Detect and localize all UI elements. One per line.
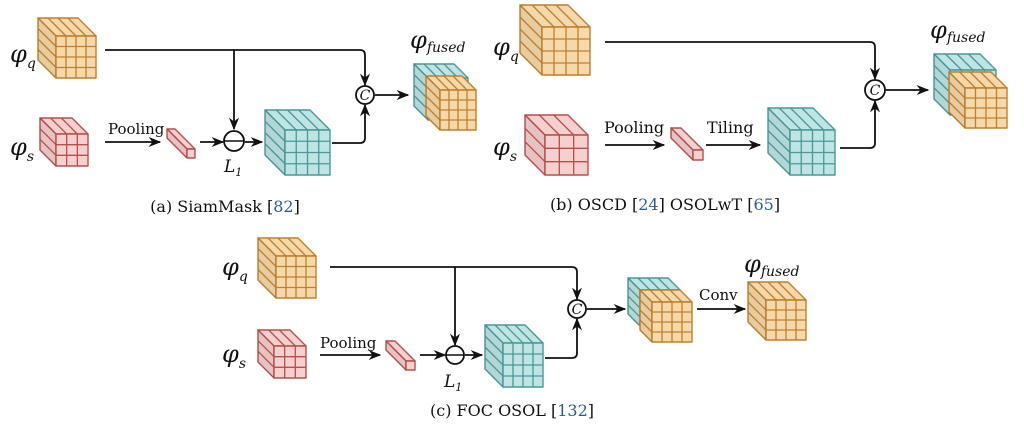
concat-operator: C [355, 85, 375, 105]
flow-arrow [105, 49, 371, 87]
phi-s-label: φs [10, 133, 34, 165]
caption-b: (b) OSCD [24] OSOLwT [65] [550, 195, 780, 214]
method-name: OSCD [ [578, 195, 638, 214]
panel-c: φq φs Pooling L1 Conv φfused (c) FOC OSO… [222, 250, 799, 420]
caption-tag: (a) [150, 197, 177, 216]
flow-arrow [545, 317, 583, 359]
method-name: SiamMask [ [177, 197, 273, 216]
correlation-feature-cube [264, 109, 331, 176]
phi-q-label: φq [493, 33, 519, 65]
pooled-vector [385, 340, 416, 371]
concat-symbol: C [360, 88, 371, 104]
l1-label: L1 [443, 372, 462, 394]
flow-arrow [840, 99, 881, 149]
phi-s-label: φs [493, 133, 517, 165]
citation-link[interactable]: 24 [638, 195, 658, 214]
pooling-label: Pooling [108, 120, 165, 138]
tiling-label: Tiling [707, 118, 754, 137]
query-feature-cube [519, 4, 591, 76]
concat-operator: C [864, 79, 886, 101]
panel-a: φq φs Pooling L1 φfused (a) SiamMask [82… [10, 26, 465, 216]
pooling-label: Pooling [604, 118, 664, 137]
caption-tag: (b) [550, 195, 578, 214]
concat-operator: C [567, 299, 587, 319]
concat-symbol: C [870, 83, 881, 99]
fused-feature-cube-front [948, 71, 1008, 129]
citation-link[interactable]: 132 [557, 401, 588, 420]
l1-distance-operator [445, 345, 465, 365]
flow-arrow [330, 266, 583, 301]
concat-feature-cube-front [639, 289, 693, 343]
conv-label: Conv [699, 286, 738, 304]
panel-b: φq φs Pooling Tiling φfused (b) OSCD [24… [493, 16, 985, 214]
query-feature-cube [257, 237, 317, 299]
flow-arrow [332, 103, 371, 144]
method-name: OSOLwT [ [665, 195, 754, 214]
tiled-feature-cube [767, 107, 836, 176]
bracket: ] [659, 195, 665, 214]
fused-feature-cube-front [425, 75, 477, 131]
method-name: FOC OSOL [ [457, 401, 558, 420]
caption-a: (a) SiamMask [82] [150, 197, 300, 216]
support-feature-cube [257, 329, 307, 379]
support-feature-cube [524, 114, 589, 176]
caption-tag: (c) [430, 401, 457, 420]
bracket: ] [294, 197, 300, 216]
query-feature-cube [37, 17, 97, 79]
l1-distance-operator [223, 130, 245, 152]
pooling-label: Pooling [320, 334, 377, 352]
support-feature-cube [39, 117, 89, 167]
phi-fused-label: φfused [930, 16, 985, 46]
phi-fused-label: φfused [744, 250, 799, 280]
l1-label: L1 [223, 157, 242, 179]
citation-link[interactable]: 65 [753, 195, 773, 214]
phi-q-label: φq [222, 253, 248, 285]
pooled-vector [670, 127, 704, 161]
concat-symbol: C [572, 302, 583, 318]
flow-arrow [605, 41, 881, 81]
bracket: ] [588, 401, 594, 420]
fused-feature-cube [747, 281, 807, 341]
caption-c: (c) FOC OSOL [132] [430, 401, 594, 420]
correlation-feature-cube [484, 324, 544, 388]
phi-q-label: φq [10, 40, 36, 72]
phi-s-label: φs [222, 340, 246, 372]
phi-fused-label: φfused [410, 26, 465, 56]
pooled-vector [166, 128, 196, 159]
bracket: ] [774, 195, 780, 214]
citation-link[interactable]: 82 [273, 197, 293, 216]
